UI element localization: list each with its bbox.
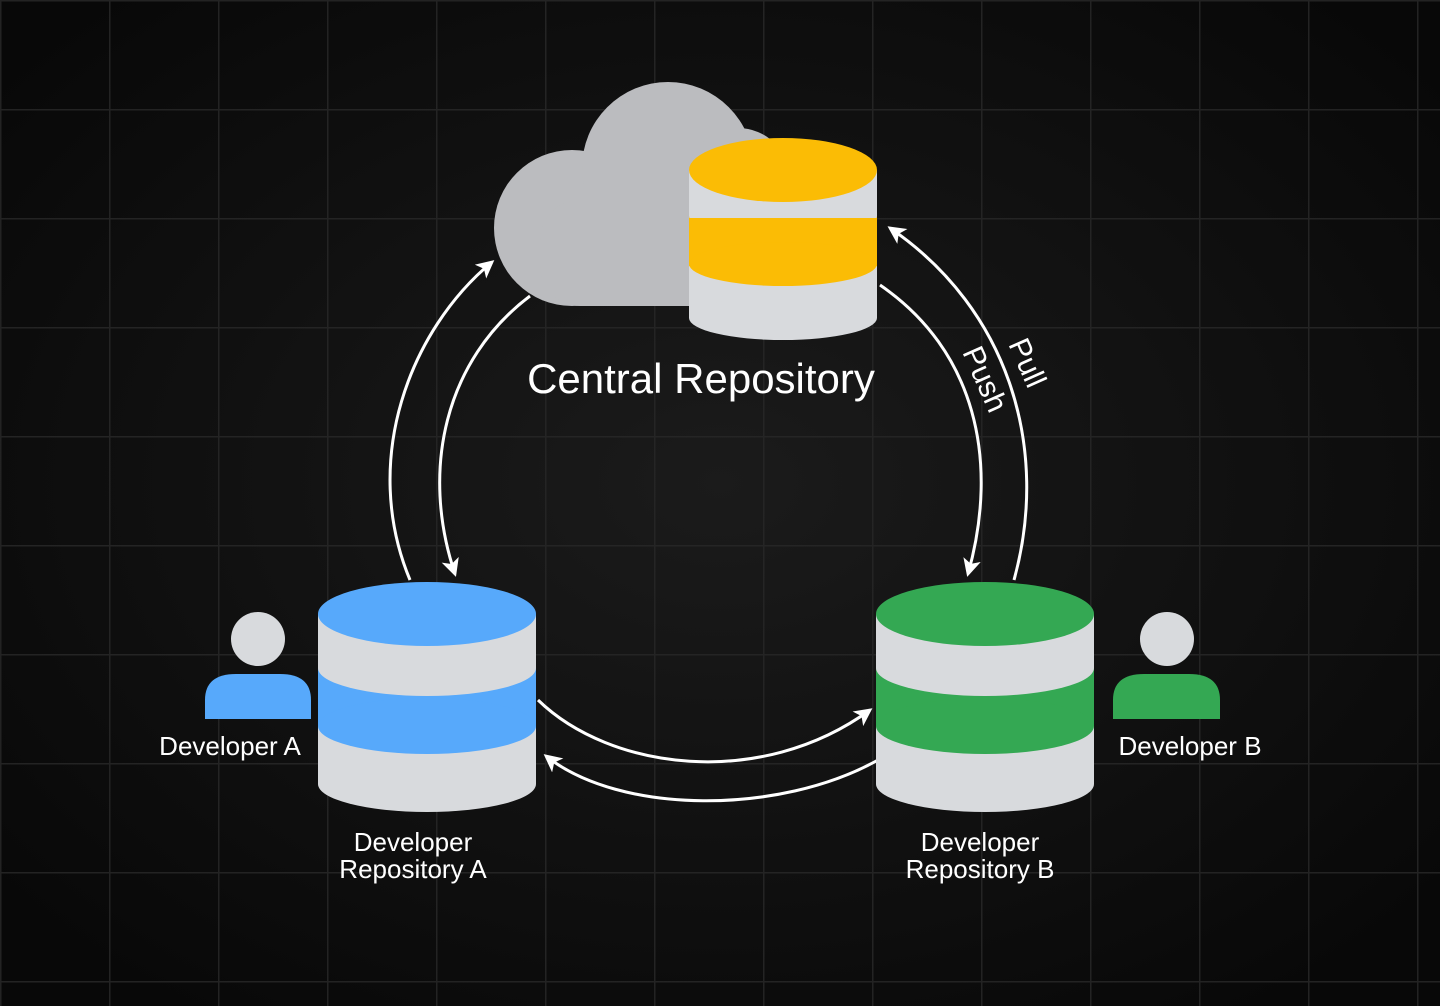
developer-a-label: Developer A bbox=[159, 731, 301, 761]
arrow-repo-b-to-central-pull bbox=[887, 226, 1029, 581]
arrow-central-to-repo-b-push bbox=[879, 283, 983, 577]
central-database-icon bbox=[689, 138, 877, 340]
developer-b-person-icon bbox=[1113, 612, 1220, 719]
arrow-repo-b-to-repo-a bbox=[543, 754, 879, 803]
repo-a-label-line1: Developer bbox=[354, 827, 473, 857]
arrow-central-to-repo-a bbox=[438, 294, 531, 577]
repo-b-label-line1: Developer bbox=[921, 827, 1040, 857]
developer-b-label: Developer B bbox=[1118, 731, 1261, 761]
arrows bbox=[388, 226, 1029, 803]
repo-a-database-icon bbox=[318, 582, 536, 812]
central-repository-label: Central Repository bbox=[527, 355, 875, 402]
repo-a-label-line2: Repository A bbox=[339, 854, 487, 884]
arrow-repo-a-to-central bbox=[388, 260, 495, 581]
arrow-repo-a-to-repo-b bbox=[536, 698, 873, 764]
repo-b-database-icon bbox=[876, 582, 1094, 812]
repo-b-label-line2: Repository B bbox=[906, 854, 1055, 884]
developer-a-person-icon bbox=[205, 612, 311, 719]
